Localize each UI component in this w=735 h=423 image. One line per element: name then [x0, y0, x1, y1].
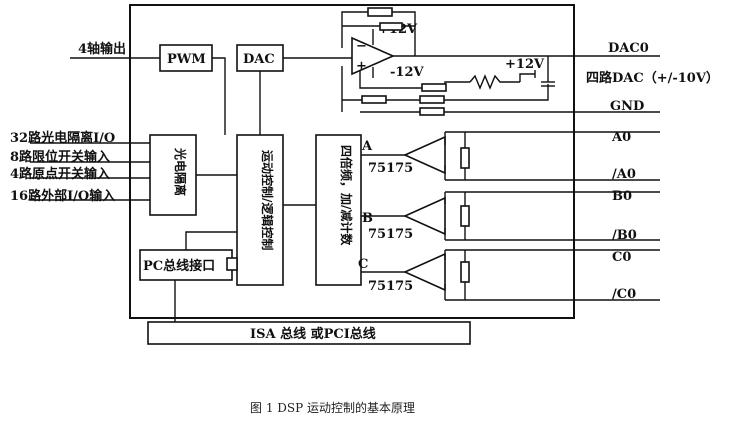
- feedback-resistor-mid: [379, 22, 403, 31]
- b0-label: B0: [612, 189, 632, 204]
- four-dac-label: 四路DAC（+/-10V）: [586, 70, 719, 86]
- plus12-right-label: +12V: [505, 57, 545, 72]
- dac-label: DAC: [243, 52, 275, 67]
- gnd-resistor: [419, 107, 445, 116]
- io-optical-label: 32路光电隔离I/O: [10, 130, 115, 146]
- wire-gnd: [341, 100, 660, 113]
- figure-caption: 图 1 DSP 运动控制的基本原理: [250, 400, 415, 415]
- offset-resistor-c: [419, 95, 445, 104]
- opamp-minus-sign: −: [356, 39, 367, 54]
- motion-logic-label: 运动控制/逻辑控制: [260, 150, 275, 250]
- term-resistor-b: [460, 205, 470, 227]
- c0-bar-label: /C0: [612, 287, 636, 302]
- gnd-label: GND: [610, 99, 644, 114]
- pwm-block: [159, 44, 213, 72]
- b0-bar-label: /B0: [612, 228, 637, 243]
- a0-label: A0: [611, 130, 631, 145]
- a0-bar-label: /A0: [612, 167, 636, 182]
- motion-logic-block: [236, 134, 284, 286]
- offset-resistor-a: [421, 83, 447, 92]
- opamp-plus-sign: +: [356, 59, 367, 74]
- offset-resistor-b: [361, 95, 387, 104]
- quad-counter-label: 四倍频，加/减计数: [339, 145, 354, 246]
- pwm-label: PWM: [167, 52, 206, 67]
- receiver-a-part: 75175: [368, 161, 413, 176]
- receiver-b-part: 75175: [368, 227, 413, 242]
- receiver-a: [403, 135, 446, 175]
- term-b: [444, 192, 466, 240]
- term-resistor-a: [460, 147, 470, 169]
- feedback-resistor-top: [367, 7, 393, 17]
- home-switch-label: 4路原点开关输入: [10, 166, 110, 182]
- isa-pci-bus-block: [147, 321, 471, 345]
- pc-bus-port: [226, 257, 238, 271]
- quad-counter-block: [315, 134, 362, 286]
- optical-isolation-label: 光电隔离: [173, 147, 188, 196]
- receiver-c: [403, 252, 446, 292]
- wire-pwm-to-motion: [212, 57, 226, 135]
- limit-switch-label: 8路限位开关输入: [10, 149, 110, 165]
- pot-supply: [519, 70, 536, 82]
- offset-network: [341, 66, 549, 101]
- term-c: [444, 250, 466, 300]
- opamp-triangle: [351, 36, 395, 76]
- channel-c-label: C: [358, 257, 368, 272]
- pot-wiper: [469, 74, 520, 90]
- dac0-label: DAC0: [608, 41, 649, 56]
- optical-isolation-block: [149, 134, 197, 216]
- receiver-b: [403, 196, 446, 236]
- minus12-label: -12V: [390, 65, 424, 80]
- wire-bus-interface-to-motion: [185, 231, 237, 250]
- axis-output-label: 4轴输出: [78, 41, 126, 57]
- pc-bus-interface-label: PC总线接口: [143, 258, 215, 274]
- receiver-c-part: 75175: [368, 279, 413, 294]
- term-a: [444, 132, 466, 180]
- c0-label: C0: [612, 250, 631, 265]
- isa-pci-bus-label: ISA 总线 或PCI总线: [250, 326, 376, 342]
- channel-b-label: B: [362, 211, 373, 226]
- channel-a-label: A: [361, 139, 373, 154]
- external-io-label: 16路外部I/O输入: [10, 188, 115, 204]
- term-resistor-c: [460, 261, 470, 283]
